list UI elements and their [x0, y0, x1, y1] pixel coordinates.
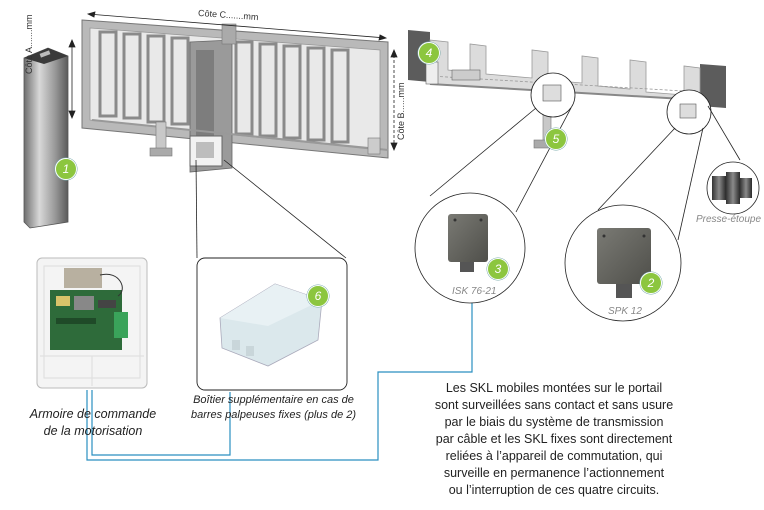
dimension-lines — [68, 11, 398, 152]
wire-control-to-extra-box — [91, 390, 231, 456]
control-box-caption: Armoire de commande de la motorisation — [18, 406, 168, 440]
sensor-zoom-detail — [542, 84, 697, 119]
extra-box-caption: Boîtier supplémentaire en cas de barres … — [186, 393, 361, 423]
description-line-6: surveille en permanence l’actionnement — [443, 466, 665, 480]
dimension-b-label: Côte B......mm — [396, 82, 406, 140]
description-line-5: reliées à l’appareil de commutation, qui — [445, 449, 663, 463]
description-line-2: sont surveillées sans contact et sans us… — [434, 398, 674, 412]
dimension-a-label: Côte A.......mm — [24, 14, 34, 74]
badge-2: 2 — [640, 272, 662, 294]
cable-gland-image — [706, 161, 760, 215]
wiring — [86, 300, 473, 461]
gate-post — [23, 47, 69, 229]
badge-3: 3 — [487, 258, 509, 280]
control-cabinet-image — [36, 257, 148, 389]
sensor-spk-label: SPK 12 — [608, 306, 642, 317]
wire-control-to-sensor-isk — [86, 300, 473, 461]
extra-box-panel — [196, 257, 348, 391]
gland-label: Presse-étoupe — [696, 214, 762, 225]
description-line-1: Les SKL mobiles montées sur le portail — [445, 381, 663, 395]
badge-1: 1 — [55, 158, 77, 180]
description-line-7: ou l’interruption de ces quatre circuits… — [448, 483, 660, 497]
badge-5: 5 — [545, 128, 567, 150]
extra-box-caption-line-2: barres palpeuses fixes (plus de 2) — [190, 409, 357, 421]
description-line-4: par câble et les SKL fixes sont directem… — [435, 432, 673, 446]
description-line-3: par le biais du système de transmission — [444, 415, 664, 429]
extra-box-caption-line-1: Boîtier supplémentaire en cas de — [193, 394, 354, 406]
badge-4: 4 — [418, 42, 440, 64]
badge-6: 6 — [307, 285, 329, 307]
description-text: Les SKL mobiles montées sur le portail s… — [408, 380, 700, 499]
sensor-isk-label: ISK 76-21 — [452, 286, 497, 297]
sensor-isk-image — [448, 214, 488, 272]
control-box-caption-line-2: de la motorisation — [43, 424, 143, 438]
sliding-gate — [81, 19, 389, 173]
control-box-caption-line-1: Armoire de commande — [29, 407, 157, 421]
sensor-spk-image — [597, 228, 651, 298]
